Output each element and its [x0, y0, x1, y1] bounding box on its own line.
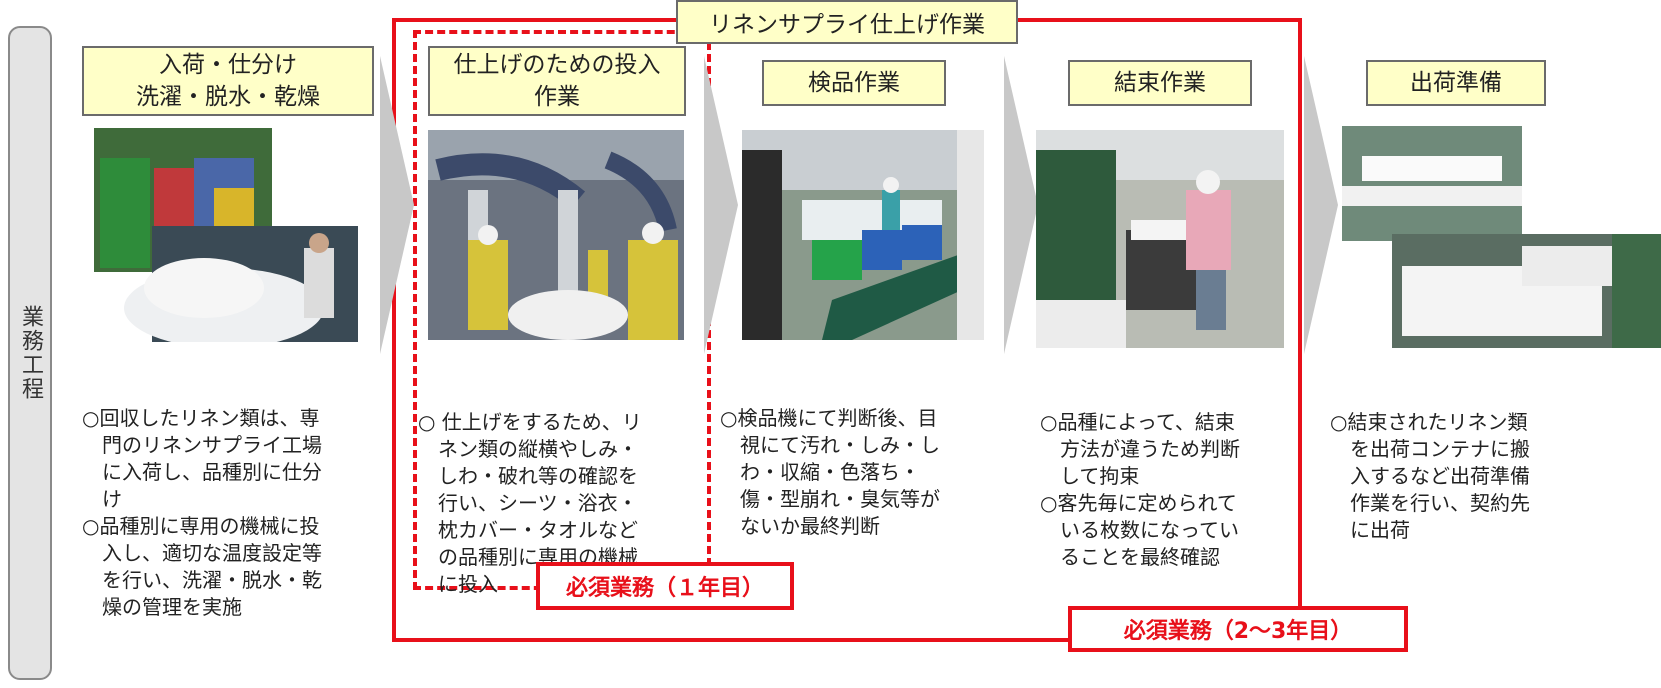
required-year23-text: 必須業務（2～3年目）: [1123, 619, 1353, 644]
step-desc-shipping-prep: ○結束されたリネン類 を出荷コンテナに搬 入するなど出荷準備 作業を行い、契約先…: [1330, 382, 1648, 542]
step-title: 検品作業: [808, 70, 900, 96]
required-year23-tag: 必須業務（2～3年目）: [1068, 606, 1408, 652]
bundling-photo: [1036, 130, 1284, 348]
finishing-input-photo: [428, 130, 684, 340]
step-desc-text: ○結束されたリネン類 を出荷コンテナに搬 入するなど出荷準備 作業を行い、契約先…: [1330, 410, 1530, 542]
step-desc-text: ○検品機にて判断後、目 視にて汚れ・しみ・し わ・収縮・色落ち・ 傷・型崩れ・臭…: [720, 406, 940, 538]
step-header-shipping-prep: 出荷準備: [1366, 60, 1546, 106]
step-desc-finishing-input: ○ 仕上げをするため、リ ネン類の縦横やしみ・ しわ・破れ等の確認を 行い、シー…: [418, 382, 708, 596]
inspection-photo: [742, 130, 984, 340]
step-desc-text: ○回収したリネン類は、専 門のリネンサプライ工場 に入荷し、品種別に仕分 け ○…: [82, 406, 322, 619]
group-title-text: リネンサプライ仕上げ作業: [709, 12, 985, 38]
flow-arrow-4: [1304, 56, 1338, 354]
step-title: 出荷準備: [1410, 70, 1502, 96]
laundry-intake-photo: [94, 128, 358, 342]
step-desc-bundling: ○品種によって、結束 方法が違うため判断 して拘束 ○客先毎に定められて いる枚…: [1040, 382, 1292, 569]
step-desc-intake: ○回収したリネン類は、専 門のリネンサプライ工場 に入荷し、品種別に仕分 け ○…: [82, 378, 382, 619]
step-title: 仕上げのための投入 作業: [453, 52, 661, 110]
step-header-inspection: 検品作業: [762, 60, 946, 106]
step-desc-inspection: ○検品機にて判断後、目 視にて汚れ・しみ・し わ・収縮・色落ち・ 傷・型崩れ・臭…: [720, 378, 990, 538]
process-side-label: 業務工程: [8, 26, 52, 680]
step-desc-text: ○品種によって、結束 方法が違うため判断 して拘束 ○客先毎に定められて いる枚…: [1040, 410, 1240, 569]
step-title: 入荷・仕分け 洗濯・脱水・乾燥: [136, 52, 320, 110]
step-title: 結束作業: [1114, 70, 1206, 96]
shipping-prep-photo: [1342, 126, 1661, 348]
side-label-text: 業務工程: [18, 305, 43, 401]
required-year1-text: 必須業務（１年目）: [565, 576, 764, 601]
step-header-finishing-input: 仕上げのための投入 作業: [428, 46, 686, 116]
step-header-bundling: 結束作業: [1068, 60, 1252, 106]
required-year1-tag: 必須業務（１年目）: [536, 562, 794, 610]
group-title: リネンサプライ仕上げ作業: [676, 0, 1018, 44]
step-header-intake: 入荷・仕分け 洗濯・脱水・乾燥: [82, 46, 374, 116]
